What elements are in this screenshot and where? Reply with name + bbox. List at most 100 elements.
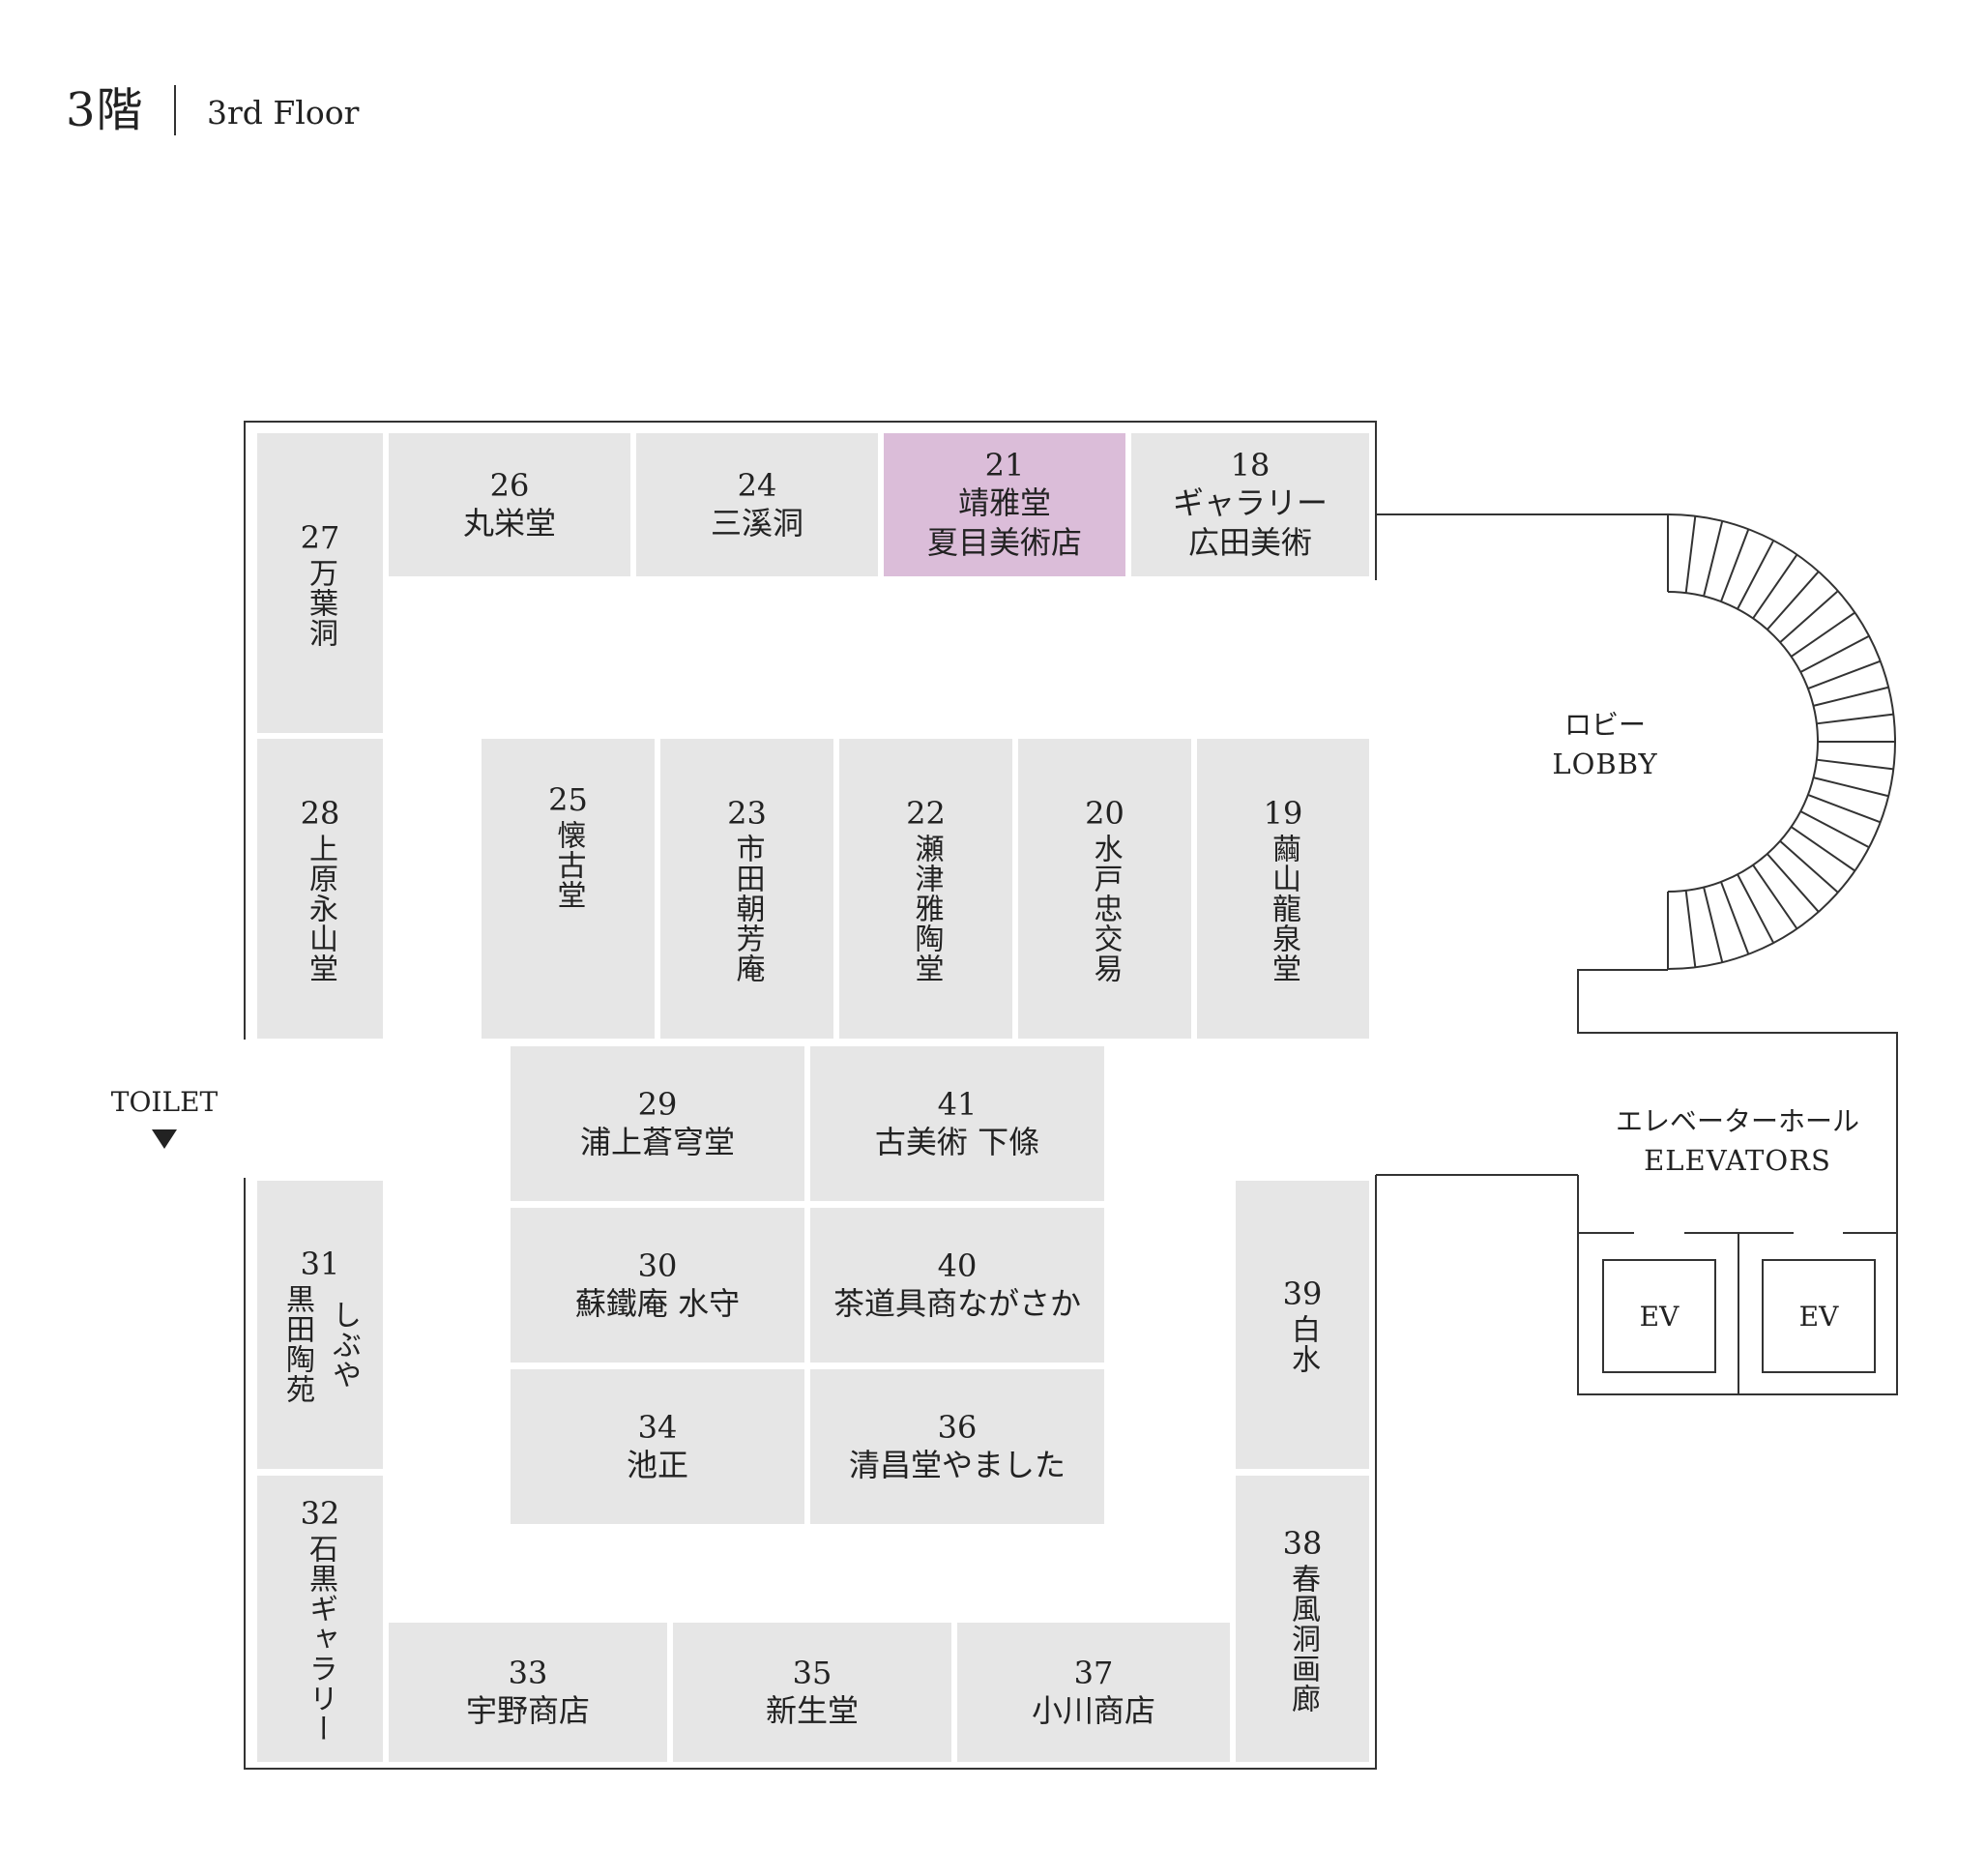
booth-name: 三溪洞 bbox=[710, 504, 803, 542]
booth-name: 浦上蒼穹堂 bbox=[579, 1123, 735, 1160]
booth-33[interactable]: 33 宇野商店 bbox=[389, 1623, 667, 1762]
booth-name: 古美術 下條 bbox=[874, 1123, 1040, 1160]
booth-name: 新生堂 bbox=[765, 1691, 859, 1729]
toilet-arrow-icon bbox=[152, 1129, 177, 1149]
stair-tread bbox=[1813, 686, 1889, 707]
toilet-label: TOILET bbox=[110, 1086, 219, 1118]
booth-number: 28 bbox=[300, 794, 340, 832]
stair-tread bbox=[1684, 890, 1697, 968]
booth-24[interactable]: 24 三溪洞 bbox=[636, 433, 878, 576]
elevators-label-en: ELEVATORS bbox=[1644, 1144, 1831, 1177]
stair-tread bbox=[1720, 881, 1750, 955]
booth-number: 29 bbox=[637, 1085, 678, 1123]
booth-name: 清昌堂やました bbox=[848, 1446, 1066, 1483]
booth-name-line2: 広田美術 bbox=[1187, 524, 1312, 561]
booth-22[interactable]: 22 瀬津雅陶堂 bbox=[839, 739, 1012, 1039]
booth-name: 小川商店 bbox=[1031, 1691, 1155, 1729]
booth-name: 水戸忠交易 bbox=[1088, 833, 1123, 983]
stair-tread bbox=[1752, 554, 1798, 620]
booth-35[interactable]: 35 新生堂 bbox=[673, 1623, 951, 1762]
lobby-label-en: LOBBY bbox=[1552, 747, 1658, 780]
booth-18[interactable]: 18 ギャラリー 広田美術 bbox=[1131, 433, 1369, 576]
booth-number: 24 bbox=[737, 466, 777, 504]
stair-tread bbox=[1720, 528, 1750, 602]
booth-39[interactable]: 39 白水 bbox=[1236, 1181, 1369, 1469]
booth-name: 市田朝芳庵 bbox=[730, 833, 765, 983]
booth-name: 白水 bbox=[1286, 1314, 1320, 1374]
stair-tread bbox=[1703, 887, 1724, 963]
booth-38[interactable]: 38 春風洞画廊 bbox=[1236, 1476, 1369, 1762]
booth-number: 41 bbox=[937, 1085, 978, 1123]
header-divider bbox=[174, 85, 176, 135]
booth-number: 25 bbox=[548, 781, 588, 818]
booth-29[interactable]: 29 浦上蒼穹堂 bbox=[511, 1046, 804, 1201]
booth-number: 37 bbox=[1073, 1654, 1114, 1691]
booth-40[interactable]: 40 茶道具商ながさか bbox=[810, 1208, 1104, 1363]
stair-tread bbox=[1779, 590, 1839, 643]
spiral-staircase bbox=[1667, 513, 1896, 970]
stair-tread bbox=[1790, 826, 1855, 872]
stair-tread bbox=[1799, 634, 1870, 673]
stair-tread bbox=[1790, 611, 1855, 658]
stair-tread bbox=[1737, 540, 1775, 610]
elevator-hall-wall bbox=[1577, 969, 1898, 1395]
booth-27[interactable]: 27 万葉洞 bbox=[257, 433, 383, 733]
booth-34[interactable]: 34 池正 bbox=[511, 1369, 804, 1524]
booth-number: 31 bbox=[300, 1246, 340, 1282]
booth-30[interactable]: 30 蘇鐵庵 水守 bbox=[511, 1208, 804, 1363]
booth-name: 繭山龍泉堂 bbox=[1267, 833, 1300, 983]
booth-name-line2: 夏目美術店 bbox=[926, 524, 1082, 561]
booth-19[interactable]: 19 繭山龍泉堂 bbox=[1197, 739, 1369, 1039]
booth-number: 21 bbox=[984, 447, 1025, 484]
booth-number: 18 bbox=[1230, 447, 1270, 484]
booth-number: 27 bbox=[300, 518, 340, 556]
booth-31[interactable]: 31 しぶや 黒田陶苑 bbox=[257, 1181, 383, 1469]
booth-number: 19 bbox=[1263, 794, 1303, 832]
booth-name: 春風洞画廊 bbox=[1286, 1563, 1320, 1714]
booth-name: 石黒ギャラリー bbox=[304, 1533, 337, 1744]
stair-tread bbox=[1767, 571, 1820, 630]
booth-number: 36 bbox=[937, 1408, 978, 1446]
booth-number: 34 bbox=[637, 1408, 678, 1446]
stair-tread bbox=[1752, 864, 1798, 929]
booth-name: 万葉洞 bbox=[304, 557, 337, 648]
booth-number: 35 bbox=[792, 1654, 832, 1691]
booth-25[interactable]: 25 懐古堂 bbox=[482, 739, 655, 1039]
booth-41[interactable]: 41 古美術 下條 bbox=[810, 1046, 1104, 1201]
stair-tread bbox=[1684, 515, 1697, 594]
booth-23[interactable]: 23 市田朝芳庵 bbox=[660, 739, 833, 1039]
booth-21[interactable]: 21 靖雅堂 夏目美術店 bbox=[884, 433, 1125, 576]
booth-number: 30 bbox=[637, 1246, 678, 1284]
booth-37[interactable]: 37 小川商店 bbox=[957, 1623, 1230, 1762]
booth-name-line1: ギャラリー bbox=[1172, 484, 1328, 521]
hall-wall bbox=[244, 421, 1377, 1040]
booth-name-col1: しぶや bbox=[327, 1299, 361, 1390]
lobby-label-jp: ロビー bbox=[1563, 709, 1646, 741]
booth-name-line1: 靖雅堂 bbox=[957, 484, 1051, 521]
booth-28[interactable]: 28 上原永山堂 bbox=[257, 739, 383, 1039]
booth-name: 宇野商店 bbox=[465, 1691, 590, 1729]
booth-name: 蘇鐵庵 水守 bbox=[574, 1284, 741, 1322]
stair-tread bbox=[1799, 810, 1870, 849]
elevator-1: EV bbox=[1602, 1259, 1716, 1373]
stair-tread bbox=[1816, 758, 1894, 771]
floor-title-jp: 3階 bbox=[66, 83, 144, 137]
booth-name-col2: 黒田陶苑 bbox=[280, 1284, 314, 1404]
stair-tread bbox=[1703, 520, 1724, 597]
floor-title-en: 3rd Floor bbox=[207, 94, 360, 132]
booth-number: 39 bbox=[1282, 1275, 1323, 1312]
booth-number: 22 bbox=[906, 794, 946, 832]
booth-name: 瀬津雅陶堂 bbox=[909, 833, 944, 983]
hall-wall-lower bbox=[244, 1175, 1377, 1770]
booth-20[interactable]: 20 水戸忠交易 bbox=[1018, 739, 1191, 1039]
stair-tread bbox=[1779, 840, 1839, 894]
booth-name: 懐古堂 bbox=[551, 820, 586, 910]
booth-32[interactable]: 32 石黒ギャラリー bbox=[257, 1476, 383, 1762]
booth-name: 上原永山堂 bbox=[304, 833, 337, 983]
elevator-2: EV bbox=[1762, 1259, 1876, 1373]
stair-tread bbox=[1767, 853, 1820, 913]
booth-number: 20 bbox=[1085, 794, 1124, 832]
booth-36[interactable]: 36 清昌堂やました bbox=[810, 1369, 1104, 1524]
booth-26[interactable]: 26 丸栄堂 bbox=[389, 433, 630, 576]
stair-inner-arc bbox=[1667, 591, 1819, 893]
